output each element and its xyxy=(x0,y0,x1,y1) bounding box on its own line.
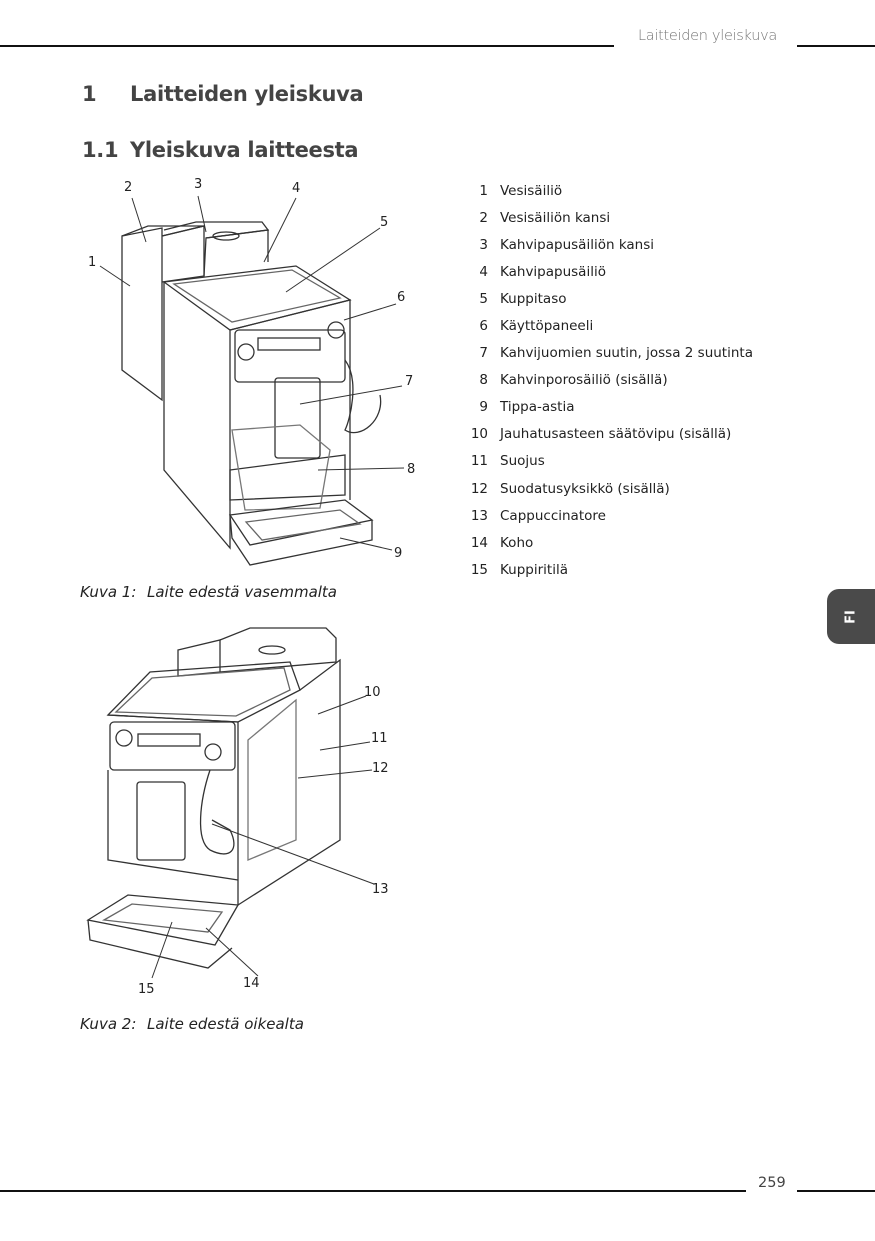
callout-12: 12 xyxy=(372,761,389,776)
header-rule-right xyxy=(797,45,875,47)
footer-rule-right xyxy=(797,1190,875,1192)
callout-15: 15 xyxy=(138,982,155,997)
figure-2-callouts: 10 11 12 13 14 15 xyxy=(138,685,389,997)
callout-9: 9 xyxy=(394,546,402,561)
figure-1-caption: Kuva 1:Laite edestä vasemmalta xyxy=(80,583,337,601)
callout-3: 3 xyxy=(194,177,202,192)
callout-14: 14 xyxy=(243,976,260,991)
callout-2: 2 xyxy=(124,180,132,195)
callout-8: 8 xyxy=(407,462,415,477)
callout-1: 1 xyxy=(88,255,96,270)
callout-4: 4 xyxy=(292,181,300,196)
language-tab: FI xyxy=(827,589,875,644)
callout-7: 7 xyxy=(405,374,413,389)
callout-6: 6 xyxy=(397,290,405,305)
figure-2-caption: Kuva 2:Laite edestä oikealta xyxy=(80,1015,304,1033)
footer-rule-left xyxy=(0,1190,746,1192)
figure-1-leader-lines xyxy=(99,195,405,551)
figure-2-illustration xyxy=(86,627,341,969)
header-rule-left xyxy=(0,45,614,47)
page-number: 259 xyxy=(758,1175,786,1191)
figure-1-illustration xyxy=(121,221,382,566)
callout-5: 5 xyxy=(380,215,388,230)
callout-13: 13 xyxy=(372,882,389,897)
figure-2-leader-lines xyxy=(151,695,375,979)
callout-11: 11 xyxy=(371,731,388,746)
figure-1-callouts: 1 2 3 4 5 6 7 8 9 xyxy=(88,177,415,561)
running-title: Laitteiden yleiskuva xyxy=(638,28,777,44)
callout-10: 10 xyxy=(364,685,381,700)
